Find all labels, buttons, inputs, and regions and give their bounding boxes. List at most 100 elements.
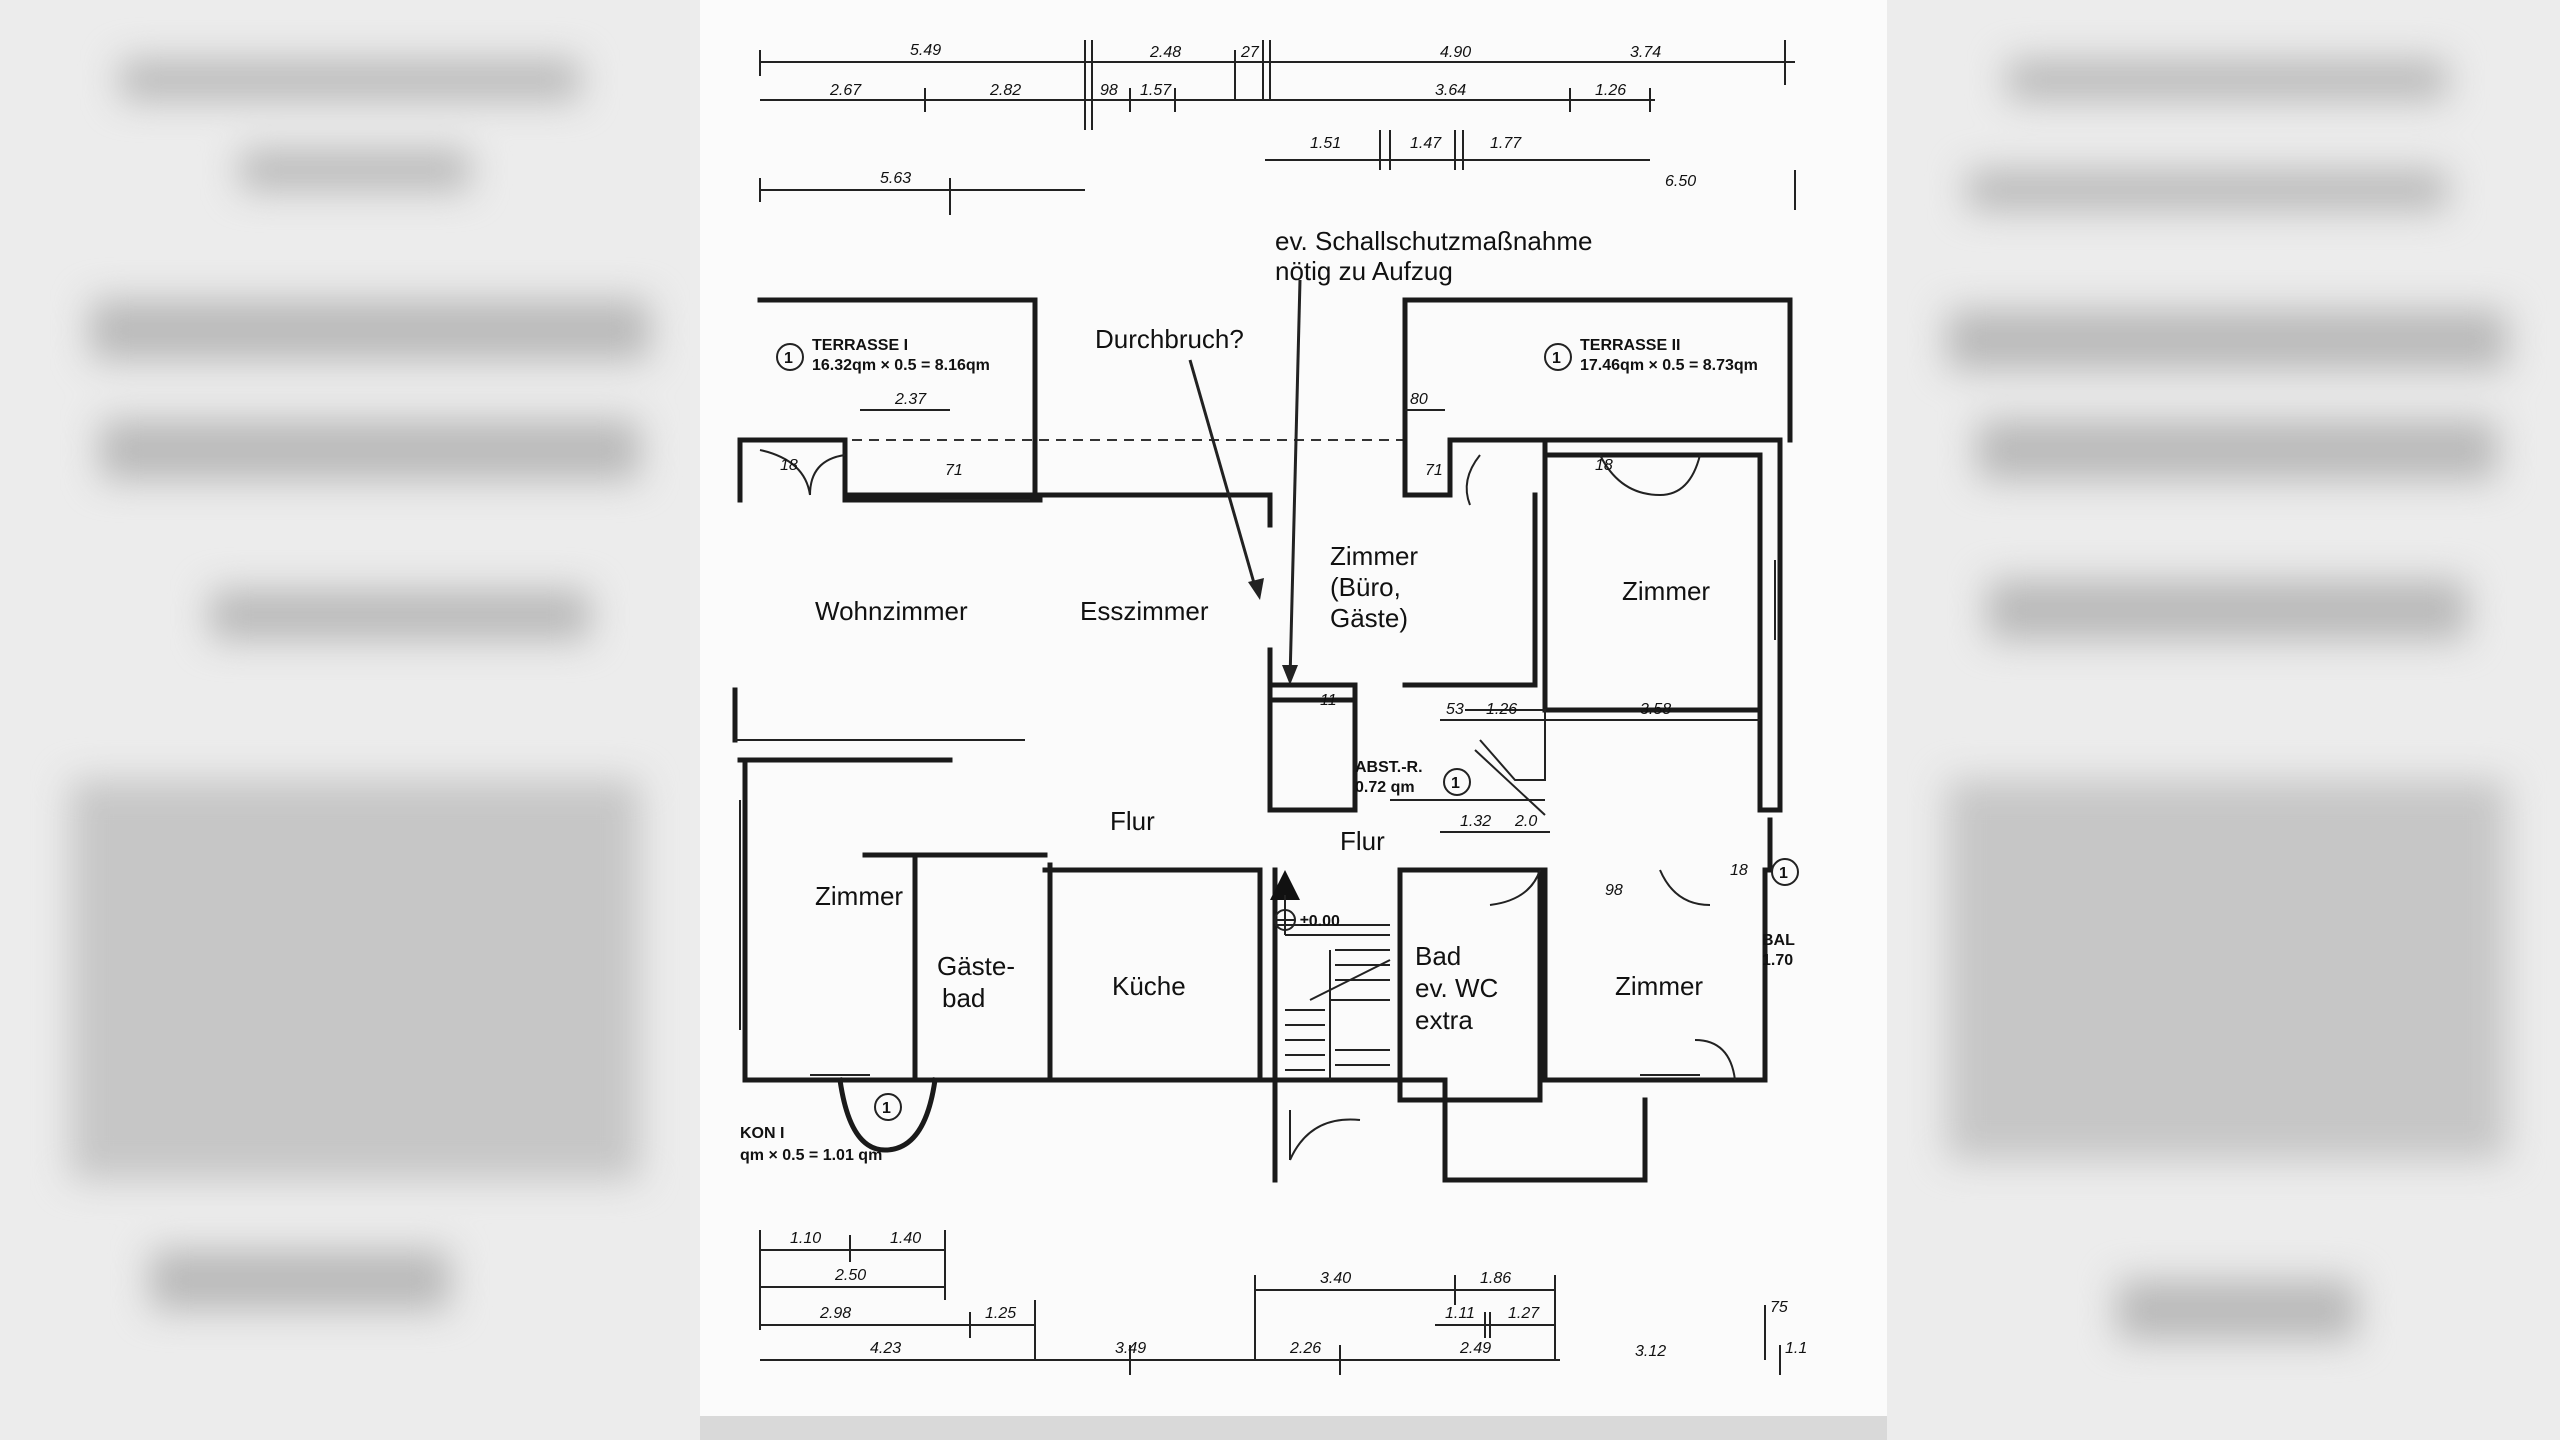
dim-bottom-1-40: 1.40 [890,1230,921,1247]
right-balcony-marker: 1 [1779,865,1788,882]
dim-bottom-1-27: 1.27 [1508,1305,1540,1322]
arrow-up-icon [1270,870,1300,900]
terrace-2: 1 TERRASSE II 17.46qm × 0.5 = 8.73qm [1402,297,1793,443]
right-balcony-value: 1.70 [1762,952,1793,969]
dim-top-4-90: 4.90 [1440,44,1471,61]
room-zimmer-buero-line3: Gäste) [1330,603,1408,633]
blurred-background-left [0,0,700,1440]
dim-top-1-77: 1.77 [1490,135,1522,152]
terrace-2-title: TERRASSE II [1580,337,1680,354]
abst-area: 0.72 qm [1355,779,1415,796]
terrace-1-marker: 1 [784,350,793,367]
abst-label: ABST.-R. [1355,759,1423,776]
room-wohnzimmer: Wohnzimmer [815,596,968,626]
dim-2-0: 2.0 [1514,813,1537,830]
dim-top-27: 27 [1240,44,1260,61]
dim-bottom-1-86: 1.86 [1480,1270,1511,1287]
terrace-1-title: TERRASSE I [812,337,908,354]
dim-2-37: 2.37 [894,391,927,408]
room-bad-line1: Bad [1415,941,1461,971]
top-dimensions: 5.49 2.48 27 4.90 3.74 2.67 2.82 98 1.57… [759,40,1796,215]
terrace-2-area: 17.46qm × 0.5 = 8.73qm [1580,357,1758,374]
room-esszimmer: Esszimmer [1080,596,1209,626]
inner-dimensions: 18 71 71 18 53 1.26 3.58 1.32 2.0 98 18 … [780,457,1760,899]
marker-circle-icon [776,343,804,371]
dim-top-5-49: 5.49 [910,42,941,59]
right-balcony-title: BAL [1762,932,1795,949]
windows [739,499,1776,1076]
dim-98: 98 [1605,882,1623,899]
terrace-1: 1 TERRASSE I 16.32qm × 0.5 = 8.16qm [757,297,1038,443]
annotation-schallschutz-line1: ev. Schallschutzmaßnahme [1275,226,1592,256]
abst-marker: 1 [1451,775,1460,792]
dim-bottom-3-49: 3.49 [1115,1340,1146,1357]
dim-bottom-2-50: 2.50 [834,1267,866,1284]
dim-bottom-2-26: 2.26 [1289,1340,1321,1357]
marker-circle-icon [874,1093,902,1121]
marker-circle-icon [1443,768,1471,796]
room-bad-line3: extra [1415,1005,1473,1035]
dim-71-left: 71 [945,462,963,479]
dim-top-1-26: 1.26 [1595,82,1626,99]
annotation-durchbruch: Durchbruch? [1095,324,1244,354]
dim-top-1-51: 1.51 [1310,135,1341,152]
walls [732,437,1783,1183]
dim-top-1-47: 1.47 [1410,135,1442,152]
dim-bottom-75: 75 [1770,1299,1788,1316]
balcony-1-title: KON I [740,1125,784,1142]
dim-1-26-inner: 1.26 [1486,701,1517,718]
floor-plan-sheet: 5.49 2.48 27 4.90 3.74 2.67 2.82 98 1.57… [700,0,1887,1416]
dim-3-58: 3.58 [1640,701,1671,718]
dim-top-2-48: 2.48 [1149,44,1181,61]
dim-top-1-57: 1.57 [1140,82,1172,99]
dim-top-98: 98 [1100,82,1118,99]
room-zimmer-ne: Zimmer [1622,576,1710,606]
terrace-1-area: 16.32qm × 0.5 = 8.16qm [812,357,990,374]
dim-18-lower: 18 [1730,862,1748,879]
dim-71-right: 71 [1425,462,1443,479]
dim-top-3-64: 3.64 [1435,82,1466,99]
annotation-schallschutz-line2: nötig zu Aufzug [1275,256,1453,286]
room-gaestebad-line2: bad [942,983,985,1013]
room-zimmer-se: Zimmer [1615,971,1703,1001]
balcony-1-marker: 1 [882,1100,891,1117]
dim-bottom-2-49: 2.49 [1459,1340,1491,1357]
dim-top-2-82: 2.82 [989,82,1021,99]
room-gaestebad-line1: Gäste- [937,951,1015,981]
dim-bottom-3-40: 3.40 [1320,1270,1351,1287]
room-bad-line2: ev. WC [1415,973,1498,1003]
marker-circle-icon [1544,343,1572,371]
level-label: ±0.00 [1300,913,1340,930]
dim-top-5-63: 5.63 [880,170,911,187]
balcony-1: 1 KON I qm × 0.5 = 1.01 qm [740,1077,938,1164]
dim-53: 53 [1446,701,1464,718]
stairs [1285,949,1391,1161]
dim-bottom-1-1: 1.1 [1785,1340,1807,1357]
dim-18-right: 18 [1595,457,1613,474]
room-zimmer-buero-line1: Zimmer [1330,541,1418,571]
dim-bottom-4-23: 4.23 [870,1340,901,1357]
room-zimmer-buero-line2: (Büro, [1330,572,1401,602]
floor-plan-drawing: 5.49 2.48 27 4.90 3.74 2.67 2.82 98 1.57… [732,40,1807,1375]
doors [759,449,1736,1081]
room-flur-right: Flur [1340,826,1385,856]
dim-bottom-1-25: 1.25 [985,1305,1016,1322]
dim-top-6-50: 6.50 [1665,173,1696,190]
level-marker: ±0.00 [1270,870,1340,935]
room-kueche: Küche [1112,971,1186,1001]
bottom-dimensions: 1.10 1.40 2.50 3.40 1.86 2.98 1.25 1.11 … [759,1230,1807,1375]
dim-18-left: 18 [780,457,798,474]
room-flur-main: Flur [1110,806,1155,836]
balcony-1-area: qm × 0.5 = 1.01 qm [740,1147,882,1164]
dim-bottom-2-98: 2.98 [819,1305,851,1322]
room-zimmer-sw: Zimmer [815,881,903,911]
marker-circle-icon [1771,858,1799,886]
dim-top-3-74: 3.74 [1630,44,1661,61]
annotation-arrows [1188,279,1302,685]
dim-1-32: 1.32 [1460,813,1491,830]
terrace-2-marker: 1 [1552,350,1561,367]
dim-bottom-1-11: 1.11 [1445,1305,1475,1322]
dim-11: 11 [1320,692,1337,709]
dim-top-2-67: 2.67 [829,82,862,99]
dim-80: 80 [1410,391,1428,408]
